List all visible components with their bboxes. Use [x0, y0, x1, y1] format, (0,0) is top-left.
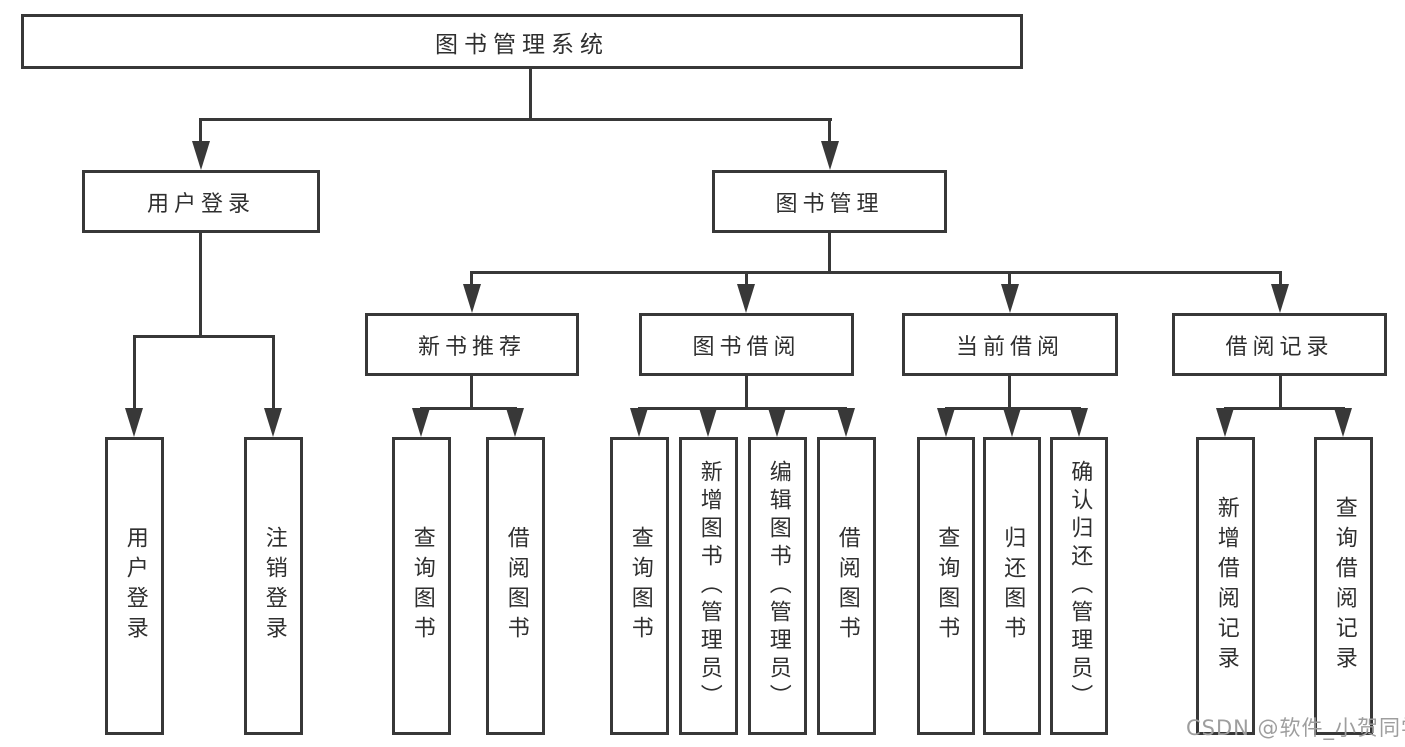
- leaf-borrow-book-1-label: 借阅图书: [503, 526, 529, 646]
- connector-drop-user-login: [199, 118, 202, 145]
- leaf-borrow-book-2-label: 借阅图书: [834, 526, 860, 646]
- leaf-add-record: 新增借阅记录: [1196, 437, 1255, 735]
- arrowhead-current-borrow: [1001, 284, 1019, 313]
- arrowhead-query-book-3: [937, 408, 955, 437]
- arrowhead-leaf-login: [125, 408, 143, 437]
- arrowhead-query-book-2: [630, 408, 648, 437]
- arrowhead-new-book: [463, 284, 481, 313]
- node-library-system: 图书管理系统: [21, 14, 1023, 69]
- connector-new-book-stem: [470, 376, 473, 408]
- node-new-book-rec-label: 新书推荐: [417, 334, 526, 360]
- arrowhead-borrow-records: [1271, 284, 1289, 313]
- connector-root-stem: [529, 69, 532, 118]
- leaf-query-book-1: 查询图书: [392, 437, 451, 735]
- arrowhead-query-book-1: [412, 408, 430, 437]
- leaf-logout: 注销登录: [244, 437, 303, 735]
- node-borrow-records-label: 借阅记录: [1225, 334, 1334, 360]
- node-library-system-label: 图书管理系统: [435, 31, 609, 58]
- leaf-query-book-2: 查询图书: [610, 437, 669, 735]
- connector-new-book-branch: [420, 407, 517, 410]
- leaf-confirm-return: 确认归还（管理员）: [1050, 437, 1108, 735]
- leaf-query-record-label: 查询借阅记录: [1331, 496, 1357, 676]
- arrowhead-query-record: [1334, 408, 1352, 437]
- connector-user-login-stem: [199, 233, 202, 335]
- connector-borrow-records-branch: [1224, 407, 1345, 410]
- arrowhead-user-login: [192, 141, 210, 170]
- node-borrow-records: 借阅记录: [1172, 313, 1387, 376]
- leaf-add-record-label: 新增借阅记录: [1213, 496, 1239, 676]
- connector-drop-book-borrow: [745, 271, 748, 288]
- leaf-query-record: 查询借阅记录: [1314, 437, 1373, 735]
- leaf-return-book: 归还图书: [983, 437, 1041, 735]
- watermark: CSDN @软件_小贺同学: [1186, 716, 1405, 740]
- connector-user-login-branch: [133, 335, 275, 338]
- node-user-login: 用户登录: [82, 170, 320, 233]
- leaf-user-login-label: 用户登录: [122, 526, 148, 646]
- leaf-logout-label: 注销登录: [261, 526, 287, 646]
- connector-level3-branch: [471, 271, 1282, 274]
- leaf-query-book-1-label: 查询图书: [409, 526, 435, 646]
- arrowhead-confirm-return: [1070, 408, 1088, 437]
- arrowhead-leaf-logout: [264, 408, 282, 437]
- leaf-add-book: 新增图书（管理员）: [679, 437, 738, 735]
- connector-drop-new-book: [470, 271, 473, 288]
- node-current-borrow: 当前借阅: [902, 313, 1118, 376]
- leaf-query-book-3: 查询图书: [917, 437, 975, 735]
- leaf-borrow-book-2: 借阅图书: [817, 437, 876, 735]
- arrowhead-book-mgmt: [821, 141, 839, 170]
- connector-drop-leaf-logout: [272, 335, 275, 411]
- arrowhead-add-record: [1216, 408, 1234, 437]
- leaf-query-book-3-label: 查询图书: [934, 526, 960, 646]
- node-new-book-rec: 新书推荐: [365, 313, 579, 376]
- arrowhead-edit-book: [768, 408, 786, 437]
- connector-book-mgmt-stem: [828, 233, 831, 271]
- leaf-user-login: 用户登录: [105, 437, 164, 735]
- connector-level2-branch: [199, 118, 832, 121]
- connector-book-borrow-stem: [745, 376, 748, 408]
- leaf-query-book-2-label: 查询图书: [627, 526, 653, 646]
- leaf-return-book-label: 归还图书: [1000, 526, 1026, 646]
- leaf-edit-book-label: 编辑图书（管理员）: [765, 460, 791, 712]
- arrowhead-book-borrow: [737, 284, 755, 313]
- node-user-login-label: 用户登录: [146, 191, 255, 217]
- arrowhead-borrow-book-2: [837, 408, 855, 437]
- leaf-borrow-book-1: 借阅图书: [486, 437, 545, 735]
- leaf-confirm-return-label: 确认归还（管理员）: [1067, 460, 1093, 712]
- arrowhead-add-book: [699, 408, 717, 437]
- arrowhead-return-book: [1003, 408, 1021, 437]
- connector-book-borrow-branch: [638, 407, 847, 410]
- connector-current-borrow-stem: [1008, 376, 1011, 408]
- leaf-edit-book: 编辑图书（管理员）: [748, 437, 807, 735]
- connector-drop-leaf-login: [133, 335, 136, 411]
- arrowhead-borrow-book-1: [506, 408, 524, 437]
- connector-drop-borrow-records: [1279, 271, 1282, 288]
- node-current-borrow-label: 当前借阅: [955, 334, 1064, 360]
- node-book-mgmt-label: 图书管理: [775, 191, 884, 217]
- node-book-borrow: 图书借阅: [639, 313, 854, 376]
- connector-borrow-records-stem: [1279, 376, 1282, 408]
- node-book-borrow-label: 图书借阅: [692, 334, 801, 360]
- node-book-mgmt: 图书管理: [712, 170, 947, 233]
- leaf-add-book-label: 新增图书（管理员）: [696, 460, 722, 712]
- connector-drop-book-mgmt: [828, 118, 831, 145]
- connector-drop-current-borrow: [1008, 271, 1011, 288]
